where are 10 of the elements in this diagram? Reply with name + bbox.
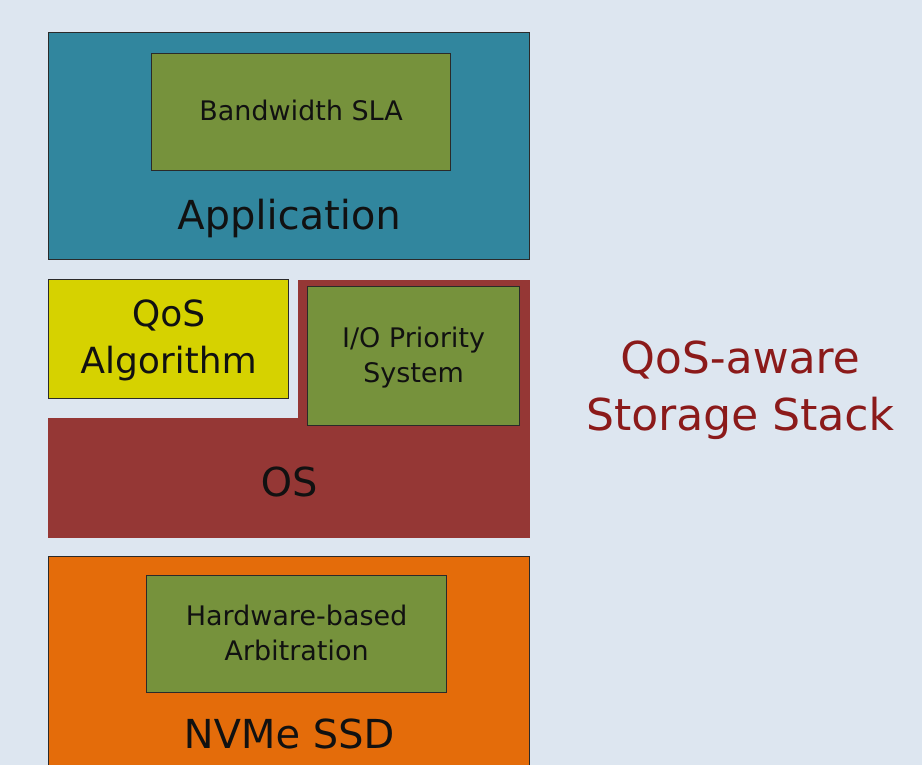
component-box: Bandwidth SLA [151,53,451,171]
layer-panel [48,32,530,260]
layer-panel [48,556,530,765]
component-box: QoS Algorithm [48,279,289,399]
layer-title: Application [176,193,402,239]
layer-title: OS [260,460,318,506]
layer-title: NVMe SSD [182,712,396,758]
component-box: I/O Priority System [307,286,520,426]
component-box: Hardware-based Arbitration [146,575,447,693]
side-heading: QoS-aware Storage Stack [585,332,895,444]
